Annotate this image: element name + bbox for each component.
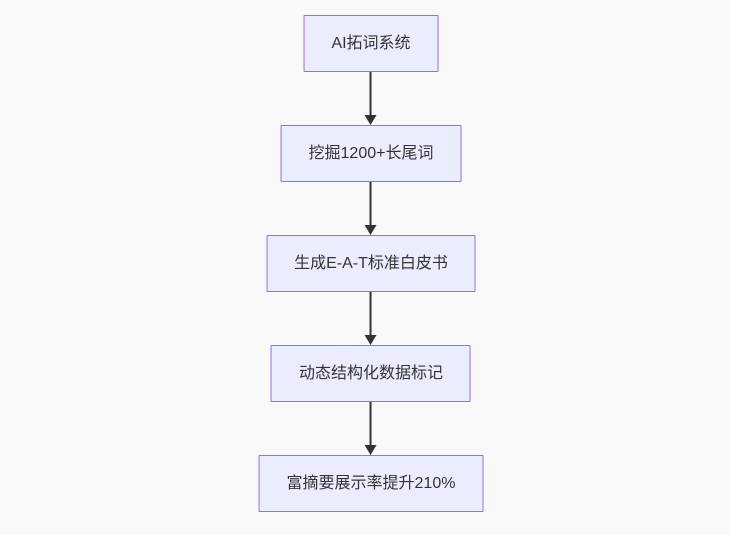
flow-node-label: 挖掘1200+长尾词	[308, 145, 434, 162]
flow-node-label: 动态结构化数据标记	[298, 365, 443, 382]
flow-node-longtail-keywords: 挖掘1200+长尾词	[280, 125, 462, 182]
arrow-head	[365, 335, 377, 345]
flow-node-structured-data: 动态结构化数据标记	[270, 345, 471, 402]
flow-node-label: AI拓词系统	[331, 35, 411, 52]
arrow-head	[365, 445, 377, 455]
arrow-down-icon	[365, 402, 377, 455]
flow-node-label: 生成E-A-T标准白皮书	[294, 255, 448, 272]
arrow-down-icon	[365, 72, 377, 125]
flow-node-rich-snippet-result: 富摘要展示率提升210%	[258, 455, 484, 512]
flow-node-label: 富摘要展示率提升210%	[286, 475, 456, 492]
arrow-down-icon	[365, 182, 377, 235]
arrow-shaft	[370, 402, 372, 445]
arrow-shaft	[370, 182, 372, 225]
arrow-head	[365, 115, 377, 125]
arrow-head	[365, 225, 377, 235]
flow-node-ai-system: AI拓词系统	[303, 15, 439, 72]
flowchart-column: AI拓词系统 挖掘1200+长尾词 生成E-A-T标准白皮书 动态结构化数据标记	[258, 15, 484, 512]
arrow-down-icon	[365, 292, 377, 345]
arrow-shaft	[370, 72, 372, 115]
arrow-shaft	[370, 292, 372, 335]
flow-node-eat-whitepaper: 生成E-A-T标准白皮书	[266, 235, 476, 292]
